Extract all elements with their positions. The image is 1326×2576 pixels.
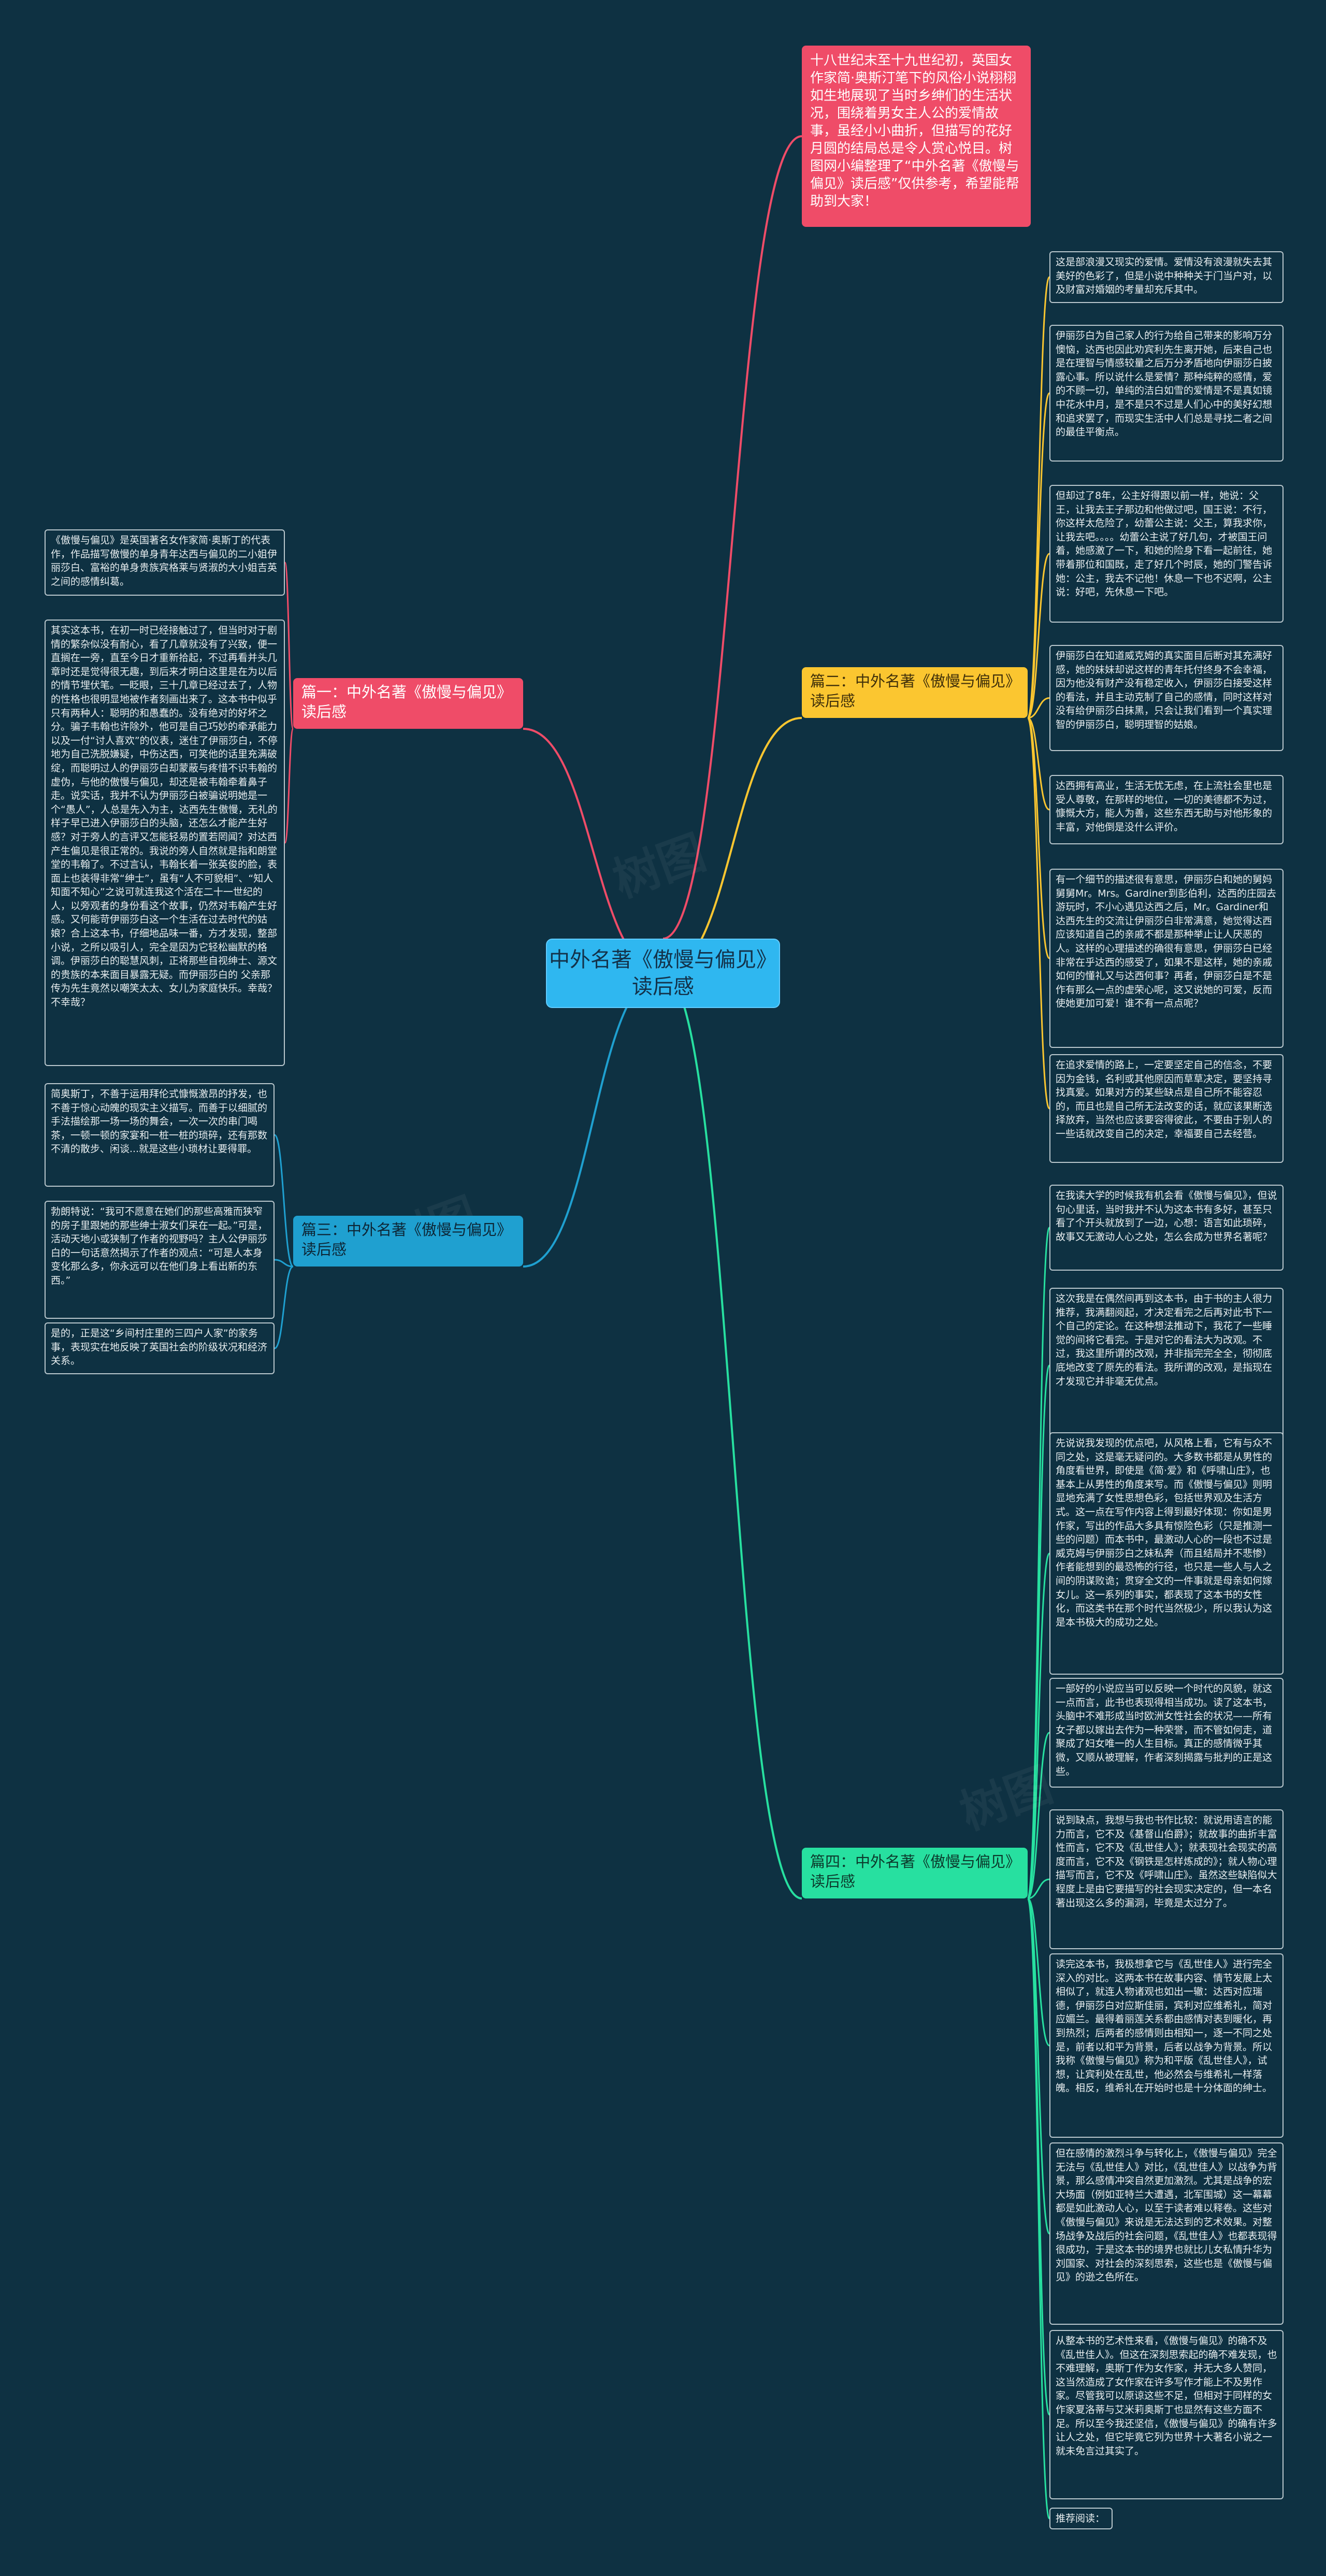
leaf-b2-4[interactable]: 伊丽莎白在知道威克姆的真实面目后断对其充满好感，她的妹妹却说这样的青年托付终身不… — [1049, 645, 1284, 751]
connector-leaf-b2-1 — [1027, 276, 1050, 719]
branch-1[interactable]: 篇一：中外名著《傲慢与偏见》读后感 — [293, 678, 523, 729]
leaf-b2-6[interactable]: 有一个细节的描述很有意思，伊丽莎白和她的舅妈舅舅Mr。Mrs。Gardiner到… — [1049, 869, 1284, 1048]
connector-leaf-b4-6 — [1027, 1897, 1050, 2047]
connector-leaf-b1-2 — [284, 728, 294, 844]
leaf-b2-3[interactable]: 但却过了8年，公主好得跟以前一样，她说：父王，让我去王子那边和他做过吧，国王说：… — [1049, 485, 1284, 623]
connector-leaf-b4-9 — [1027, 1897, 1050, 2520]
connector-leaf-b4-2 — [1027, 1364, 1050, 1899]
leaf-b4-4[interactable]: 一部好的小说应当可以反映一个时代的风貌，就这一点而言，此书也表现得相当成功。读了… — [1049, 1678, 1284, 1788]
connector-leaf-b3-1 — [273, 1134, 294, 1268]
leaf-b1-2[interactable]: 其实这本书，在初一时已经接触过了，但当时对于剧情的繁杂似没有耐心，看了几章就没有… — [45, 620, 285, 1066]
leaf-b2-2[interactable]: 伊丽莎白为自己家人的行为给自己带来的影响万分懊恼，达西也因此劝宾利先生离开她，后… — [1049, 325, 1284, 462]
connector-leaf-b3-2 — [274, 1259, 294, 1268]
connector-leaf-b2-3 — [1027, 553, 1050, 719]
connector-leaf-b2-2 — [1027, 392, 1050, 719]
connector-intro — [662, 135, 802, 940]
leaf-b3-1[interactable]: 简奥斯丁，不善于运用拜伦式慷慨激昂的抒发，也不善于惊心动魄的现实主义描写。而善于… — [45, 1083, 275, 1187]
branch-3[interactable]: 篇三：中外名著《傲慢与偏见》读后感 — [293, 1216, 523, 1267]
leaf-b2-5[interactable]: 达西拥有高业，生活无忧无虑，在上流社会里也是受人尊敬，在那样的地位，一切的美德都… — [1049, 775, 1284, 844]
leaf-b3-3[interactable]: 是的，正是这“乡间村庄里的三四户人家”的家务事，表现实在地反映了英国社会的阶级状… — [45, 1322, 275, 1374]
leaf-b4-5[interactable]: 说到缺点，我想与我也书作比较：就说用语言的能力而言，它不及《基督山伯爵》；就故事… — [1049, 1809, 1284, 1949]
connector-leaf-b4-5 — [1027, 1878, 1050, 1899]
connector-leaf-b2-4 — [1027, 697, 1050, 719]
leaf-b2-1[interactable]: 这是部浪漫又现实的爱情。爱情没有浪漫就失去其美好的色彩了，但是小说中种种关于门当… — [1049, 251, 1284, 303]
connector-leaf-b4-4 — [1027, 1732, 1050, 1899]
leaf-b4-3[interactable]: 先说说我发现的优点吧，从风格上看，它有与众不同之处，这是毫无疑问的。大多数书都是… — [1049, 1432, 1284, 1675]
leaf-b4-6[interactable]: 读完这本书，我极想拿它与《乱世佳人》进行完全深入的对比。这两本书在故事内容、情节… — [1049, 1953, 1284, 2138]
branch-2[interactable]: 篇二：中外名著《傲慢与偏见》读后感 — [802, 667, 1028, 718]
root-topic[interactable]: 中外名著《傲慢与偏见》读后感 — [546, 939, 780, 1008]
branch-4[interactable]: 篇四：中外名著《傲慢与偏见》读后感 — [802, 1848, 1028, 1898]
connector-leaf-b1-1 — [284, 562, 294, 730]
leaf-b4-9[interactable]: 推荐阅读： — [1049, 2508, 1113, 2529]
connector-leaf-b2-7 — [1027, 717, 1050, 1110]
intro-note[interactable]: 十八世纪末至十九世纪初，英国女作家简·奥斯汀笔下的风俗小说栩栩如生地展现了当时乡… — [802, 46, 1031, 227]
connector-leaf-b2-5 — [1027, 717, 1050, 811]
leaf-b1-1[interactable]: 《傲慢与偏见》是英国著名女作家简·奥斯丁的代表作，作品描写傲慢的单身青年达西与偏… — [45, 529, 285, 596]
leaf-b4-7[interactable]: 但在感情的激烈斗争与转化上，《傲慢与偏见》完全无法与《乱世佳人》对比，《乱世佳人… — [1049, 2142, 1284, 2325]
connector-branch-3 — [523, 972, 664, 1268]
leaf-b4-1[interactable]: 在我读大学的时候我有机会看《傲慢与偏见》，但说句心里话，当时我并不认为这本书有多… — [1049, 1185, 1284, 1271]
leaf-b3-2[interactable]: 勃朗特说：“我可不愿意在她们的那些高雅而狭窄的房子里跟她的那些绅士淑女们呆在一起… — [45, 1201, 275, 1319]
connector-branch-4 — [662, 972, 802, 1899]
leaf-b4-8[interactable]: 从整本书的艺术性来看，《傲慢与偏见》的确不及《乱世佳人》。但这在深刻思索起的确不… — [1049, 2330, 1284, 2499]
connector-leaf-b3-3 — [274, 1265, 294, 1349]
connector-leaf-b4-3 — [1027, 1552, 1050, 1899]
leaf-b2-7[interactable]: 在追求爱情的路上，一定要坚定自己的信念，不要因为金钱，名利或其他原因而草草决定，… — [1049, 1054, 1284, 1163]
leaf-b4-2[interactable]: 这次我是在偶然间再到这本书，由于书的主人很力推荐，我满翻阅起，才决定看完之后再对… — [1049, 1288, 1284, 1443]
